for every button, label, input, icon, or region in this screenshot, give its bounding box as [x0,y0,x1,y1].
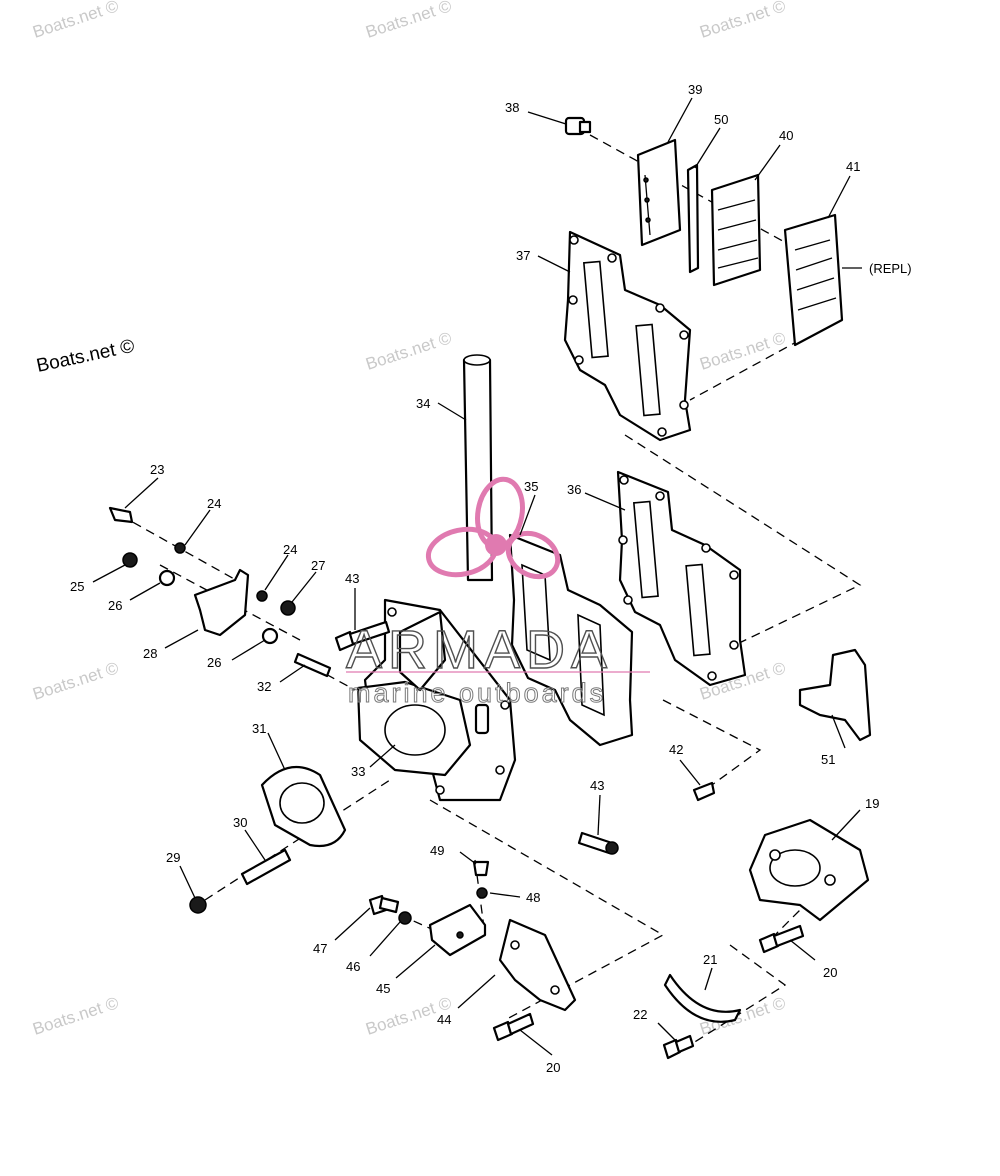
part-43-bolt-upper [334,620,391,652]
part-20-bolt-right [758,924,805,954]
part-31-gasket [260,765,347,848]
part-24-washer-a [174,542,186,554]
part-40-reed-block [710,173,762,287]
part-32-pin [293,652,332,678]
part-34-tube [462,354,494,582]
callout-46: 46 [346,959,360,974]
watermark-top-right: Boats.net © [697,0,788,42]
part-26-washer-b [261,627,279,645]
callout-34: 34 [416,396,430,411]
callout-47: 47 [313,941,327,956]
armada-brand-tagline: marine outboards [348,678,606,708]
callout-27: 27 [311,558,325,573]
part-22-screw [662,1034,695,1060]
part-27-nut [280,600,296,616]
armada-brand-name: ARMADA [346,620,613,680]
callout-32: 32 [257,679,271,694]
part-48-washer [476,887,488,899]
callout-50: 50 [714,112,728,127]
part-43-bolt-lower [577,831,619,855]
part-42-screw [692,781,716,802]
callout-23: 23 [150,462,164,477]
callout-20a: 20 [823,965,837,980]
watermark-top-left: Boats.net © [30,0,121,42]
part-36-gasket [616,470,747,687]
callout-24b: 24 [283,542,297,557]
part-21-clamp-strap [663,973,742,1023]
part-47-screw [368,894,400,916]
callout-26b: 26 [207,655,221,670]
part-51-cover-plate [798,648,872,742]
callout-44: 44 [437,1012,451,1027]
armada-logo-propeller [425,476,561,580]
callout-30: 30 [233,815,247,830]
watermark-mid-center: Boats.net © [363,328,454,374]
callout-49: 49 [430,843,444,858]
callout-28: 28 [143,646,157,661]
callout-19: 19 [865,796,879,811]
callout-29: 29 [166,850,180,865]
watermark-dark-left: Boats.net © [35,336,137,377]
part-49-screw [472,860,490,877]
watermark-top-center: Boats.net © [363,0,454,42]
callout-38: 38 [505,100,519,115]
callout-45: 45 [376,981,390,996]
callout-20b: 20 [546,1060,560,1075]
part-23-fitting [108,506,134,524]
part-46-washer [398,911,412,925]
callout-37: 37 [516,248,530,263]
part-29-nut [189,896,207,914]
part-44-bracket [498,918,577,1012]
watermark-mid-right: Boats.net © [697,328,788,374]
callout-35: 35 [524,479,538,494]
callout-43b: 43 [590,778,604,793]
callout-41: 41 [846,159,860,174]
part-37-gasket [563,230,692,442]
part-20-bolt-lower [492,1012,535,1042]
part-50-reed-petal [686,163,700,274]
callout-33: 33 [351,764,365,779]
part-39-reed-stop [636,138,682,247]
callout-24a: 24 [207,496,221,511]
callout-51: 51 [821,752,835,767]
part-19-bracket [748,818,870,922]
callout-48: 48 [526,890,540,905]
part-45-block [428,903,487,957]
callout-22: 22 [633,1007,647,1022]
part-26-washer-a [158,569,176,587]
callout-36: 36 [567,482,581,497]
repl-note: (REPL) [869,261,912,276]
callout-31: 31 [252,721,266,736]
part-24-washer-b [256,590,268,602]
callout-40: 40 [779,128,793,143]
callout-25: 25 [70,579,84,594]
callout-26a: 26 [108,598,122,613]
callout-43a: 43 [345,571,359,586]
part-38-screw [564,116,592,136]
part-25-nut [122,552,138,568]
part-41-reed-valve-assembly [783,213,844,347]
choke-linkage-parts [108,506,296,645]
callout-labels: 38 39 50 40 41 (REPL) 37 34 35 36 23 24 … [70,82,912,1075]
part-33-intake-manifold [356,598,517,802]
watermark-bottom-left: Boats.net © [30,993,121,1039]
part-28-lever [193,568,250,637]
callout-42: 42 [669,742,683,757]
callout-39: 39 [688,82,702,97]
part-35-gasket [508,533,634,747]
part-30-stud [240,848,292,886]
watermark-lower-left: Boats.net © [30,658,121,704]
callout-leaders [92,97,862,1056]
callout-21: 21 [703,952,717,967]
